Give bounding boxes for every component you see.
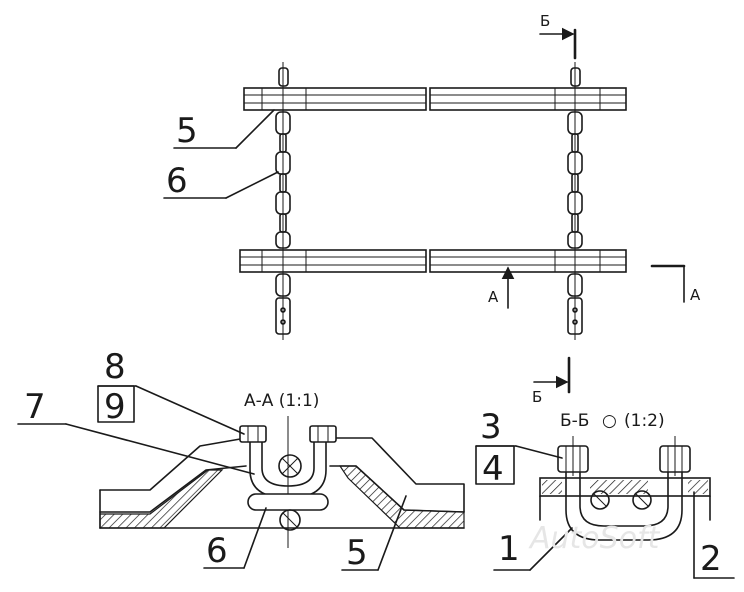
callout-6-top: 6 xyxy=(163,161,279,201)
label-1: 1 xyxy=(498,529,520,569)
label-3: 3 xyxy=(480,407,502,447)
left-chain xyxy=(275,62,291,340)
label-8: 8 xyxy=(104,347,126,387)
section-bb-scale: (1:2) xyxy=(624,411,665,431)
top-view: Б Б А А 5 6 xyxy=(163,12,701,406)
section-bb-symbol: ○ xyxy=(602,411,617,431)
callout-5-top: 5 xyxy=(173,109,275,151)
label-4: 4 xyxy=(482,449,504,489)
section-mark-b-bottom: Б xyxy=(532,388,542,406)
section-aa-title: А-А (1:1) xyxy=(244,391,319,411)
section-aa: А-А (1:1) 8 9 7 xyxy=(17,347,465,573)
section-a: А А xyxy=(488,264,701,309)
label-7: 7 xyxy=(24,387,46,427)
label-9: 9 xyxy=(104,387,126,427)
right-chain xyxy=(567,62,583,340)
label-6-top: 6 xyxy=(166,161,188,201)
section-bb: Б-Б ○ (1:2) 3 4 1 xyxy=(475,407,735,579)
section-bb-title: Б-Б xyxy=(560,411,589,431)
section-mark-b-top: Б xyxy=(540,12,550,30)
watermark: AutoSoft xyxy=(528,521,661,556)
upper-cross-bar xyxy=(243,87,627,111)
label-6-bottom: 6 xyxy=(206,531,228,571)
section-mark-a-right: А xyxy=(690,286,701,304)
section-b-top: Б xyxy=(539,12,577,60)
label-5-bottom: 5 xyxy=(346,533,368,573)
label-5-top: 5 xyxy=(176,111,198,151)
section-mark-a-left: А xyxy=(488,288,499,306)
lower-cross-bar xyxy=(239,249,627,273)
section-b-bottom: Б xyxy=(532,356,571,406)
label-2: 2 xyxy=(700,539,722,579)
